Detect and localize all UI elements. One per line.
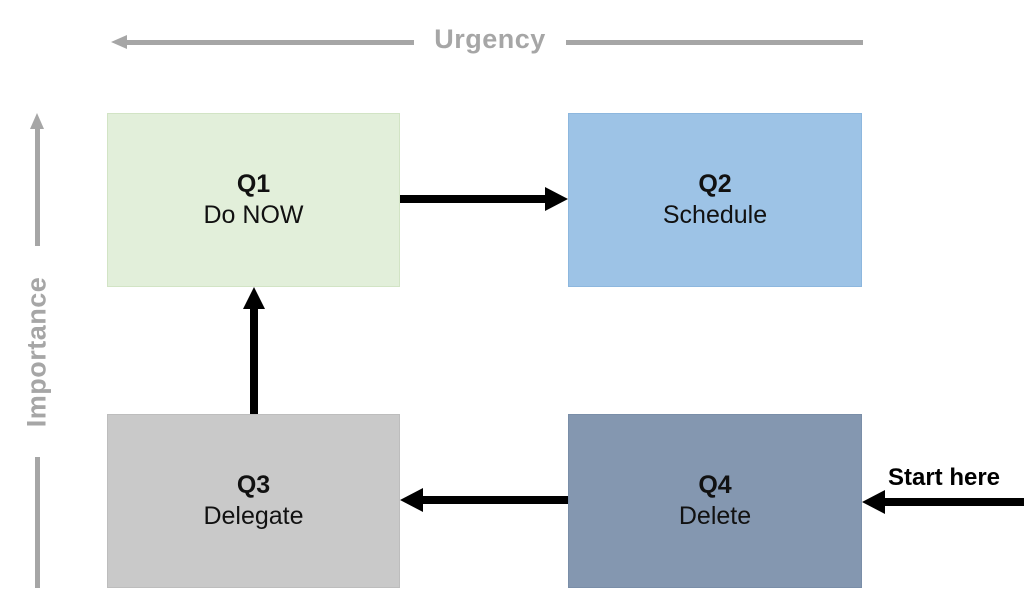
importance-axis-line-bottom [35, 457, 40, 588]
importance-axis-arrowhead-icon [30, 113, 44, 129]
quadrant-q3-subtitle: Delegate [203, 502, 304, 530]
quadrant-q1-subtitle: Do NOW [203, 201, 304, 229]
arrow-q3-to-q1-line [250, 308, 258, 414]
quadrant-q2-subtitle: Schedule [662, 201, 768, 229]
urgency-axis-line-left [127, 40, 414, 45]
urgency-axis-line-right [566, 40, 863, 45]
quadrant-q4-title: Q4 [698, 470, 732, 499]
importance-axis-line-top [35, 129, 40, 246]
arrow-q1-to-q2-head-icon [545, 187, 568, 211]
quadrant-q4: Q4 Delete [568, 414, 862, 588]
quadrant-q3-title: Q3 [236, 470, 271, 499]
importance-axis-label: Importance [21, 276, 52, 428]
arrow-start-to-q4-head-icon [862, 490, 885, 514]
urgency-axis-label: Urgency [434, 24, 546, 54]
quadrant-q4-subtitle: Delete [678, 502, 752, 530]
arrow-q4-to-q3-head-icon [400, 488, 423, 512]
quadrant-q3: Q3 Delegate [107, 414, 400, 588]
arrow-start-to-q4-line [884, 498, 1024, 506]
urgency-axis-arrowhead-icon [111, 35, 127, 49]
quadrant-q1-title: Q1 [236, 169, 271, 198]
quadrant-q2: Q2 Schedule [568, 113, 862, 287]
start-here-label: Start here [887, 464, 1001, 491]
arrow-q3-to-q1-head-icon [243, 287, 265, 309]
quadrant-q2-title: Q2 [698, 169, 732, 198]
arrow-q4-to-q3-line [422, 496, 568, 504]
arrow-q1-to-q2-line [400, 195, 547, 203]
quadrant-q1: Q1 Do NOW [107, 113, 400, 287]
